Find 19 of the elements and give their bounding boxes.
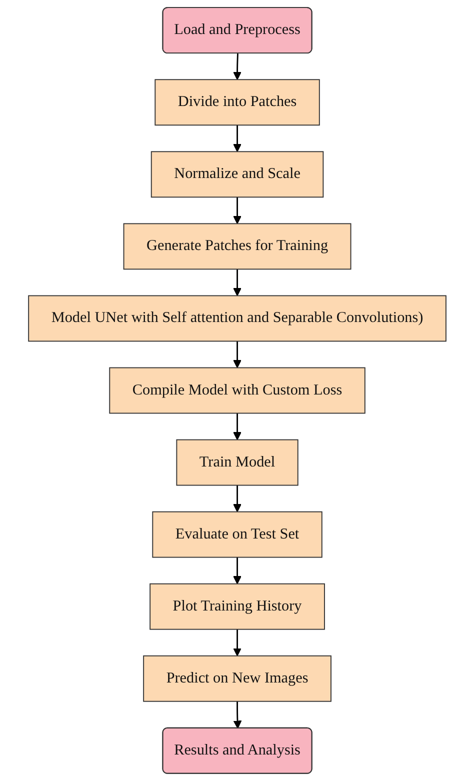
- arrow: [232, 413, 242, 440]
- arrow: [232, 197, 242, 224]
- arrow: [232, 629, 242, 656]
- arrow: [232, 557, 242, 584]
- arrow: [232, 341, 242, 368]
- node-box: Divide into Patches: [154, 79, 320, 126]
- arrow: [232, 125, 242, 152]
- arrow: [232, 269, 242, 296]
- node-box: Predict on New Images: [142, 655, 332, 702]
- node-box: Generate Patches for Training: [123, 223, 351, 270]
- arrow: [232, 54, 242, 80]
- node-box: Normalize and Scale: [150, 151, 324, 198]
- node-box: Model UNet with Self attention and Separable Convolutions): [28, 295, 446, 342]
- arrow: [232, 485, 242, 512]
- arrow: [233, 701, 242, 729]
- node-box: Plot Training History: [149, 583, 325, 630]
- node-box: Train Model: [176, 439, 298, 486]
- node-box: Compile Model with Custom Loss: [108, 367, 366, 414]
- node-box: Evaluate on Test Set: [152, 511, 322, 558]
